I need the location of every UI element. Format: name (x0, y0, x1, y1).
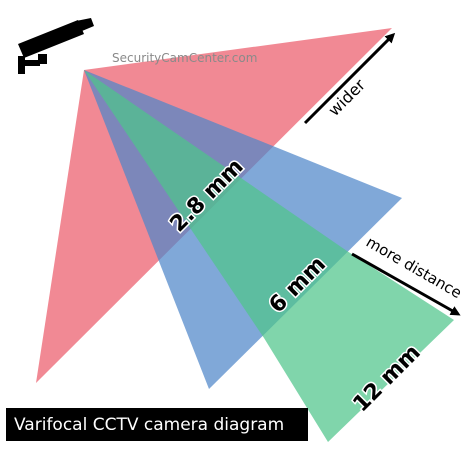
wider-arrow (303, 32, 396, 125)
watermark: SecurityCamCenter.com (112, 51, 257, 65)
caption: Varifocal CCTV camera diagram (6, 408, 308, 441)
cctv-camera-icon (18, 18, 94, 74)
more-distance-arrow (351, 252, 461, 316)
telephoto-cone (84, 70, 454, 442)
